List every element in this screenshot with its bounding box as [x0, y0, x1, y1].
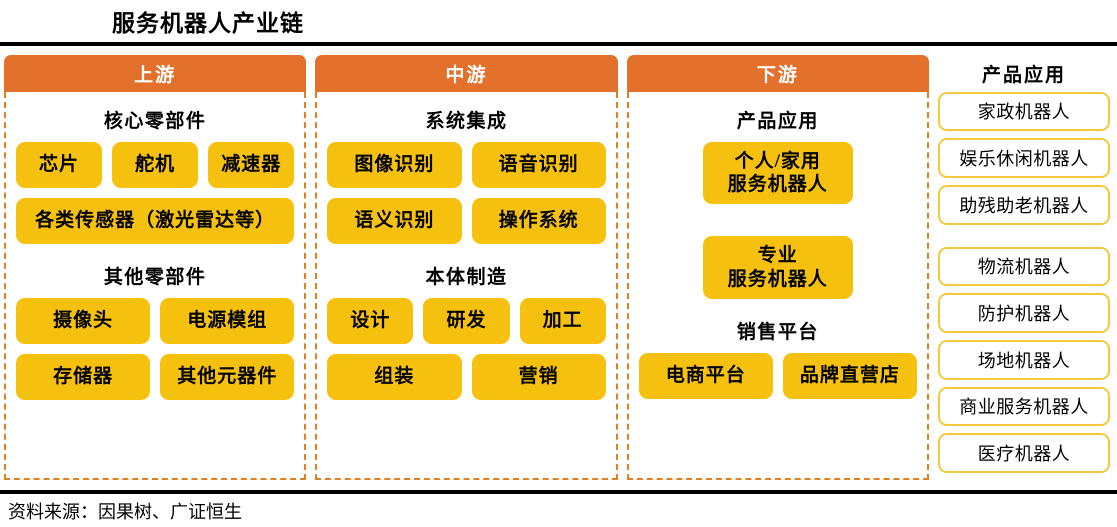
- chip-row: 各类传感器（激光雷达等）: [16, 198, 295, 244]
- value-chain: 上游 核心零部件 芯片 舵机 减速器 各类传感器（激光雷达等） 其他零部件 摄像…: [4, 55, 929, 480]
- chip-sensors[interactable]: 各类传感器（激光雷达等）: [16, 198, 295, 244]
- chip-row: 设计 研发 加工: [327, 298, 606, 344]
- section-label-system-integration: 系统集成: [425, 111, 508, 132]
- column-body-midstream: 系统集成 图像识别 语音识别 语义识别 操作系统 本体制造 设计 研发 加工 组…: [315, 92, 618, 480]
- section-label-sales-platform: 销售平台: [736, 321, 819, 343]
- app-item-housekeeping-robot[interactable]: 家政机器人: [938, 91, 1110, 132]
- app-item-protection-robot[interactable]: 防护机器人: [938, 293, 1110, 333]
- chip-row: 专业 服务机器人: [639, 236, 917, 299]
- chip-row: 语义识别 操作系统: [327, 198, 606, 244]
- chip-image-recognition[interactable]: 图像识别: [327, 142, 462, 188]
- chip-chip[interactable]: 芯片: [16, 142, 103, 188]
- chip-memory[interactable]: 存储器: [16, 354, 151, 400]
- chip-power-module[interactable]: 电源模组: [160, 298, 295, 344]
- chip-ecommerce-platform[interactable]: 电商平台: [638, 352, 773, 399]
- chip-servo[interactable]: 舵机: [112, 142, 199, 188]
- app-item-logistics-robot[interactable]: 物流机器人: [938, 246, 1110, 287]
- spacer: [327, 410, 605, 470]
- column-body-upstream: 核心零部件 芯片 舵机 减速器 各类传感器（激光雷达等） 其他零部件 摄像头 电…: [4, 92, 307, 480]
- chip-assembly[interactable]: 组装: [327, 354, 462, 400]
- chip-design[interactable]: 设计: [327, 298, 414, 344]
- app-item-medical-robot[interactable]: 医疗机器人: [938, 433, 1110, 474]
- chip-row: 芯片 舵机 减速器: [16, 142, 295, 188]
- section-label-core-parts: 核心零部件: [103, 111, 207, 132]
- section-label-product-application: 产品应用: [736, 111, 819, 132]
- top-divider: [0, 42, 1117, 46]
- app-item-assistive-elderly-robot[interactable]: 助残助老机器人: [938, 184, 1110, 225]
- chip-row: 摄像头 电源模组: [16, 298, 295, 344]
- chip-processing[interactable]: 加工: [519, 298, 606, 344]
- app-item-entertainment-robot[interactable]: 娱乐休闲机器人: [938, 138, 1110, 178]
- app-item-commercial-service-robot[interactable]: 商业服务机器人: [938, 386, 1110, 427]
- column-header-downstream: 下游: [626, 55, 929, 92]
- chip-brand-store[interactable]: 品牌直营店: [782, 352, 917, 399]
- column-body-downstream: 产品应用 个人/家用 服务机器人 专业 服务机器人 销售平台 电商平台 品牌直营…: [626, 92, 929, 480]
- chip-camera[interactable]: 摄像头: [16, 298, 151, 344]
- chip-professional-service-robot[interactable]: 专业 服务机器人: [702, 236, 853, 299]
- chip-semantic-recognition[interactable]: 语义识别: [327, 198, 462, 244]
- page-title: 服务机器人产业链: [112, 11, 304, 36]
- spacer: [639, 409, 917, 470]
- app-item-field-robot[interactable]: 场地机器人: [938, 339, 1110, 380]
- chip-rnd[interactable]: 研发: [423, 298, 510, 344]
- chain-column-downstream: 下游 产品应用 个人/家用 服务机器人 专业 服务机器人 销售平台 电商平台 品…: [626, 55, 929, 480]
- bottom-divider: [0, 490, 1117, 494]
- chip-other-components[interactable]: 其他元器件: [160, 354, 295, 400]
- column-header-upstream: 上游: [4, 55, 307, 92]
- chip-row: 组装 营销: [327, 354, 606, 400]
- chain-column-midstream: 中游 系统集成 图像识别 语音识别 语义识别 操作系统 本体制造 设计 研发 加…: [315, 55, 618, 480]
- chip-operating-system[interactable]: 操作系统: [471, 198, 606, 244]
- chip-personal-home-service-robot[interactable]: 个人/家用 服务机器人: [702, 142, 853, 205]
- chip-row: 个人/家用 服务机器人: [639, 142, 917, 205]
- application-column-title: 产品应用: [981, 64, 1066, 86]
- application-group-divider: [938, 232, 1110, 247]
- chip-row: 电商平台 品牌直营店: [638, 352, 917, 399]
- chip-speech-recognition[interactable]: 语音识别: [471, 142, 606, 188]
- spacer: [16, 410, 294, 470]
- chip-row: 图像识别 语音识别: [327, 142, 606, 188]
- chip-row: 存储器 其他元器件: [16, 354, 295, 400]
- chip-reducer[interactable]: 减速器: [208, 142, 295, 188]
- chain-column-upstream: 上游 核心零部件 芯片 舵机 减速器 各类传感器（激光雷达等） 其他零部件 摄像…: [4, 55, 307, 480]
- section-label-other-parts: 其他零部件: [103, 267, 207, 288]
- column-header-midstream: 中游: [315, 55, 618, 92]
- section-label-body-manufacturing: 本体制造: [425, 267, 508, 288]
- chip-marketing[interactable]: 营销: [471, 354, 606, 400]
- application-column: 产品应用 家政机器人 娱乐休闲机器人 助残助老机器人 物流机器人 防护机器人 场…: [938, 55, 1110, 480]
- spacer: [639, 214, 917, 236]
- source-note: 资料来源：因果树、广证恒生: [8, 502, 242, 522]
